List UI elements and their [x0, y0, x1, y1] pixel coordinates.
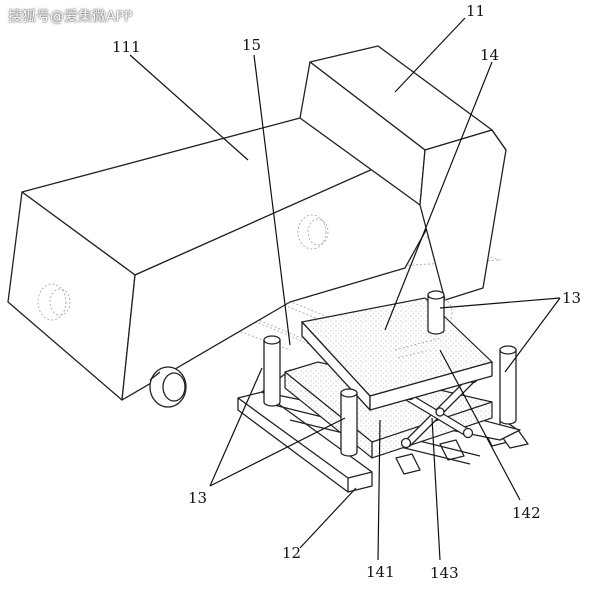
post-front-left [340, 388, 358, 457]
label-11: 11 [466, 2, 485, 20]
leader-lines [129, 17, 561, 561]
support-posts [263, 290, 517, 457]
upper-plate-front-edge [369, 361, 493, 411]
vehicle-body [7, 45, 507, 408]
side-wheel-hidden [37, 283, 71, 321]
base-foot-1 [395, 453, 421, 475]
label-143: 143 [430, 564, 459, 582]
label-13-right: 13 [562, 289, 581, 307]
front-wheel [149, 366, 187, 408]
base-foot-2 [439, 439, 465, 461]
watermark: 搜狐号@爱集微APP [8, 9, 133, 25]
cab-side [419, 129, 507, 301]
label-142: 142 [512, 504, 541, 522]
label-13-left: 13 [188, 489, 207, 507]
post-back-left [263, 335, 281, 407]
label-141: 141 [366, 563, 395, 581]
lower-plate [284, 361, 493, 459]
post-back-right [427, 290, 445, 335]
reference-labels: 11 111 15 14 13 13 12 141 143 142 [112, 2, 581, 582]
label-15: 15 [242, 36, 261, 54]
rear-wheel-hidden [297, 214, 329, 250]
label-12: 12 [282, 544, 301, 562]
upper-plate [300, 297, 494, 411]
post-front-right [499, 345, 517, 425]
label-111: 111 [112, 38, 141, 56]
label-14: 14 [480, 46, 499, 64]
